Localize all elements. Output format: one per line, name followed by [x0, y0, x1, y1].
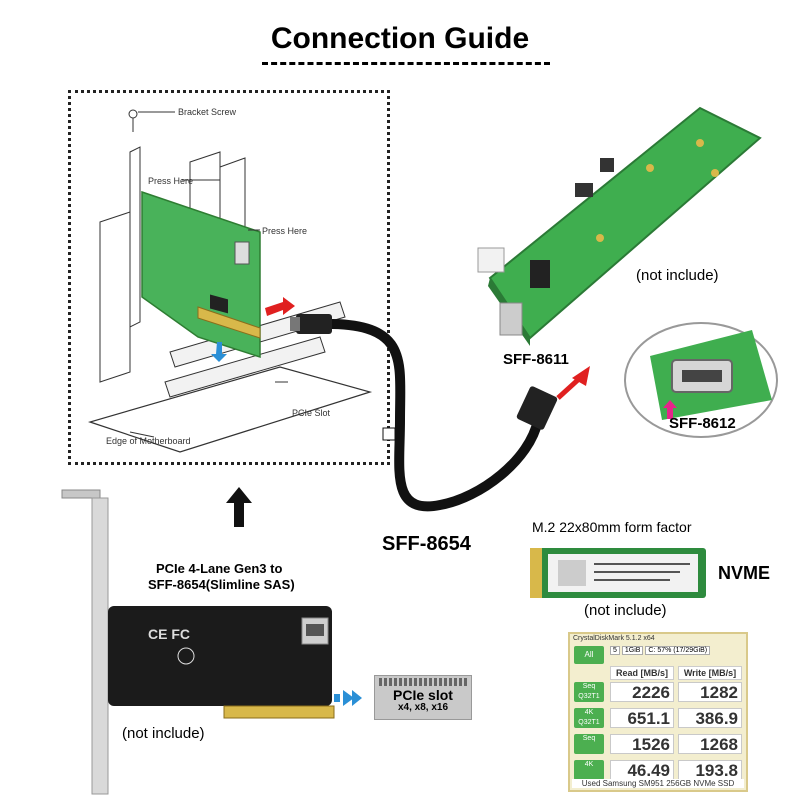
- install-diagram: [87, 109, 373, 453]
- crystaldiskmark-window: CrystalDiskMark 5.1.2 x64 All 5 1GiB C: …: [568, 632, 748, 792]
- benchmark-footer: Used Samsung SM951 256GB NVMe SSD: [572, 779, 744, 788]
- read-value: 2226: [610, 682, 674, 702]
- adapter-not-include-note: (not include): [636, 267, 719, 284]
- write-value: 1268: [678, 734, 742, 754]
- pcie-card-green: [141, 190, 261, 359]
- pcie-adapter-card: CE FC: [61, 489, 335, 795]
- pcie-card-caption-2: SFF-8654(Slimline SAS): [148, 577, 295, 592]
- pcie-card-not-include-note: (not include): [122, 725, 205, 742]
- read-value: 1526: [610, 734, 674, 754]
- pcie-card-caption-1: PCIe 4-Lane Gen3 to: [156, 561, 283, 576]
- benchmark-row-button[interactable]: Seq: [574, 734, 604, 754]
- page-title: Connection Guide: [270, 22, 530, 55]
- write-header: Write [MB/s]: [678, 666, 742, 680]
- gold-edge-fingers: [223, 705, 335, 719]
- red-arrow-port: [265, 297, 295, 316]
- read-value: 46.49: [610, 760, 674, 780]
- write-value: 193.8: [678, 760, 742, 780]
- label-sff-8654: SFF-8654: [382, 533, 471, 555]
- label-edge-of-motherboard: Edge of Motherboard: [106, 436, 191, 446]
- motherboard-outline: [87, 366, 373, 453]
- nvme-ssd: [530, 548, 706, 598]
- gold-fingers: [197, 306, 261, 339]
- sff8654-cable: [290, 314, 590, 512]
- pcie-slot-2: [164, 336, 326, 398]
- write-value: 386.9: [678, 708, 742, 728]
- pcie-slot-box: PCIe slot x4, x8, x16: [374, 675, 472, 720]
- sff-port: [234, 241, 250, 265]
- all-button[interactable]: All: [574, 646, 604, 664]
- label-sff-8612: SFF-8612: [669, 415, 736, 432]
- cable-connector-left: [296, 314, 332, 334]
- nvme-not-include-note: (not include): [584, 602, 667, 619]
- black-pcb: [108, 606, 332, 706]
- cable-connector-right: [516, 386, 558, 430]
- metal-bracket: [91, 497, 109, 795]
- runs-select[interactable]: 5: [610, 646, 620, 655]
- sff8611-adapter-board: [477, 106, 762, 346]
- pcie-slot-subtitle: x4, x8, x16: [397, 702, 449, 713]
- benchmark-row-button[interactable]: Seq Q32T1: [574, 682, 604, 702]
- blue-arrow-insert: [211, 342, 227, 362]
- nvme-label: NVME: [718, 563, 771, 583]
- up-arrow: [226, 487, 252, 527]
- label-sff-8611: SFF-8611: [503, 351, 569, 368]
- benchmark-row: 4K Q32T1 651.1 386.9: [570, 706, 746, 730]
- sff-8611-port: [499, 302, 523, 336]
- title-underline: [262, 62, 550, 65]
- bracket: [129, 146, 141, 328]
- slot-pins: [379, 678, 467, 686]
- sff8612-zoom: [624, 322, 778, 438]
- benchmark-window-title: CrystalDiskMark 5.1.2 x64: [573, 635, 655, 642]
- svg-text:CE FC: CE FC: [148, 626, 190, 642]
- pcie-slot-title: PCIe slot: [393, 687, 453, 703]
- read-value: 651.1: [610, 708, 674, 728]
- label-press-here-2: Press Here: [262, 226, 308, 236]
- read-header: Read [MB/s]: [610, 666, 674, 680]
- chip: [210, 294, 228, 314]
- blue-arrow-to-slot: [334, 690, 362, 706]
- pink-arrow: [663, 400, 677, 419]
- benchmark-row: Seq Q32T1 2226 1282: [570, 680, 746, 704]
- label-press-here-1: Press Here: [148, 176, 194, 186]
- size-select[interactable]: 1GiB: [621, 646, 644, 655]
- write-value: 1282: [678, 682, 742, 702]
- benchmark-row-button[interactable]: 4K Q32T1: [574, 708, 604, 728]
- cable-tie: [382, 427, 396, 441]
- m2-slot: [530, 260, 550, 288]
- red-arrow-to-8611: [572, 366, 590, 386]
- label-pcie-slot: PCIe Slot: [292, 408, 331, 418]
- benchmark-row: Seq 1526 1268: [570, 732, 746, 756]
- drive-select[interactable]: C: 57% (17/29GiB): [645, 646, 711, 655]
- nvme-form-factor: M.2 22x80mm form factor: [532, 519, 692, 535]
- power-connector: [477, 247, 505, 273]
- label-bracket-screw: Bracket Screw: [178, 107, 237, 117]
- benchmark-row-button[interactable]: 4K: [574, 760, 604, 780]
- rear-panel: [99, 211, 131, 383]
